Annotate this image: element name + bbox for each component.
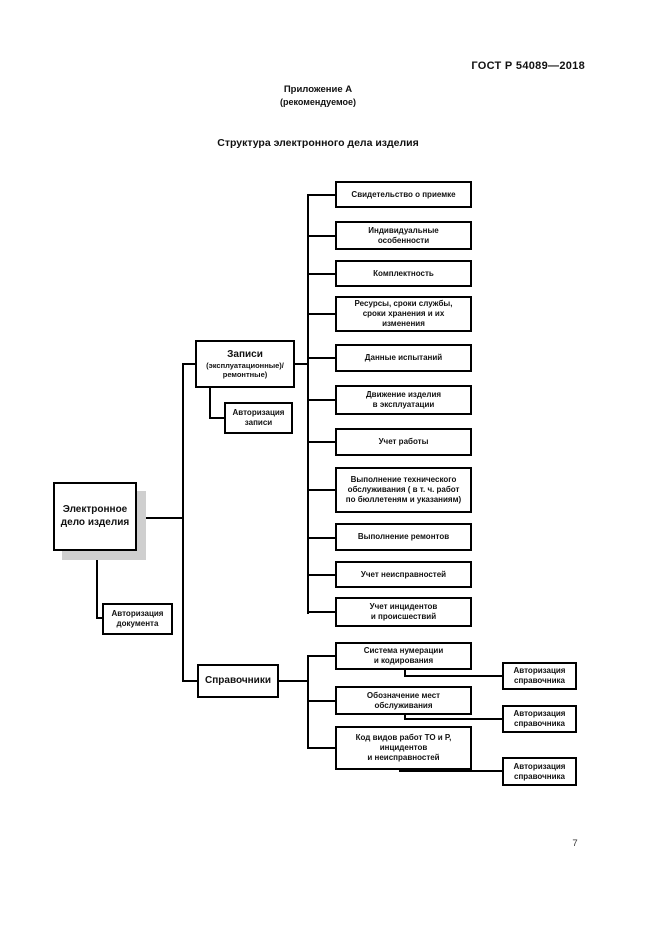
connector-line <box>307 313 336 315</box>
record-item-box: Учет работы <box>335 428 472 456</box>
record-item-box: Выполнение технического обслуживания ( в… <box>335 467 472 513</box>
connector-line <box>307 574 336 576</box>
record-item-box: Ресурсы, сроки службы, сроки хранения и … <box>335 296 472 332</box>
connector-line <box>137 517 184 519</box>
connector-line <box>182 680 198 682</box>
connector-line <box>404 718 502 720</box>
references-group-box: Справочники <box>197 664 279 698</box>
reference-auth-box: Авторизация справочника <box>502 662 577 690</box>
record-item-box: Учет инцидентов и происшествий <box>335 597 472 627</box>
record-item-box: Движение изделия в эксплуатации <box>335 385 472 415</box>
connector-line <box>182 363 196 365</box>
record-item-box: Данные испытаний <box>335 344 472 372</box>
connector-line <box>307 194 309 614</box>
connector-line <box>307 611 336 613</box>
connector-line <box>307 700 336 702</box>
connector-line <box>307 537 336 539</box>
reference-item-box: Система нумерации и кодирования <box>335 642 472 670</box>
reference-auth-box: Авторизация справочника <box>502 705 577 733</box>
appendix-note: (рекомендуемое) <box>280 97 356 107</box>
page-number: 7 <box>572 838 578 849</box>
record-item-box: Учет неисправностей <box>335 561 472 588</box>
connector-line <box>307 273 336 275</box>
connector-line <box>307 399 336 401</box>
document-auth-box: Авторизация документа <box>102 603 173 635</box>
records-group-box: Записи (эксплуатационные)/ ремонтные) <box>195 340 295 388</box>
connector-line <box>404 675 502 677</box>
connector-line <box>307 489 336 491</box>
record-item-box: Свидетельство о приемке <box>335 181 472 208</box>
connector-line <box>209 388 211 419</box>
connector-line <box>307 441 336 443</box>
connector-line <box>294 363 309 365</box>
connector-line <box>404 715 406 720</box>
reference-item-box: Обозначение мест обслуживания <box>335 686 472 715</box>
connector-line <box>307 235 336 237</box>
connector-line <box>307 747 336 749</box>
connector-line <box>182 363 184 682</box>
diagram-title: Структура электронного дела изделия <box>217 137 419 149</box>
connector-line <box>404 670 406 677</box>
records-group-title: Записи <box>227 348 263 360</box>
connector-line <box>307 194 336 196</box>
record-item-box: Комплектность <box>335 260 472 287</box>
doc-code-header: ГОСТ Р 54089—2018 <box>471 60 585 72</box>
appendix-label: Приложение А <box>283 84 353 95</box>
connector-line <box>307 655 309 749</box>
connector-line <box>96 617 103 619</box>
record-auth-box: Авторизация записи <box>224 402 293 434</box>
connector-line <box>96 551 98 619</box>
root-box-electronic-file: Электронное дело изделия <box>53 482 137 551</box>
connector-line <box>307 357 336 359</box>
reference-auth-box: Авторизация справочника <box>502 757 577 786</box>
connector-line <box>399 770 502 772</box>
record-item-box: Выполнение ремонтов <box>335 523 472 551</box>
connector-line <box>279 680 309 682</box>
connector-line <box>307 655 336 657</box>
record-item-box: Индивидуальные особенности <box>335 221 472 250</box>
reference-item-box: Код видов работ ТО и Р, инцидентов и неи… <box>335 726 472 770</box>
records-group-subtitle: (эксплуатационные)/ ремонтные) <box>206 361 284 380</box>
connector-line <box>209 417 225 419</box>
